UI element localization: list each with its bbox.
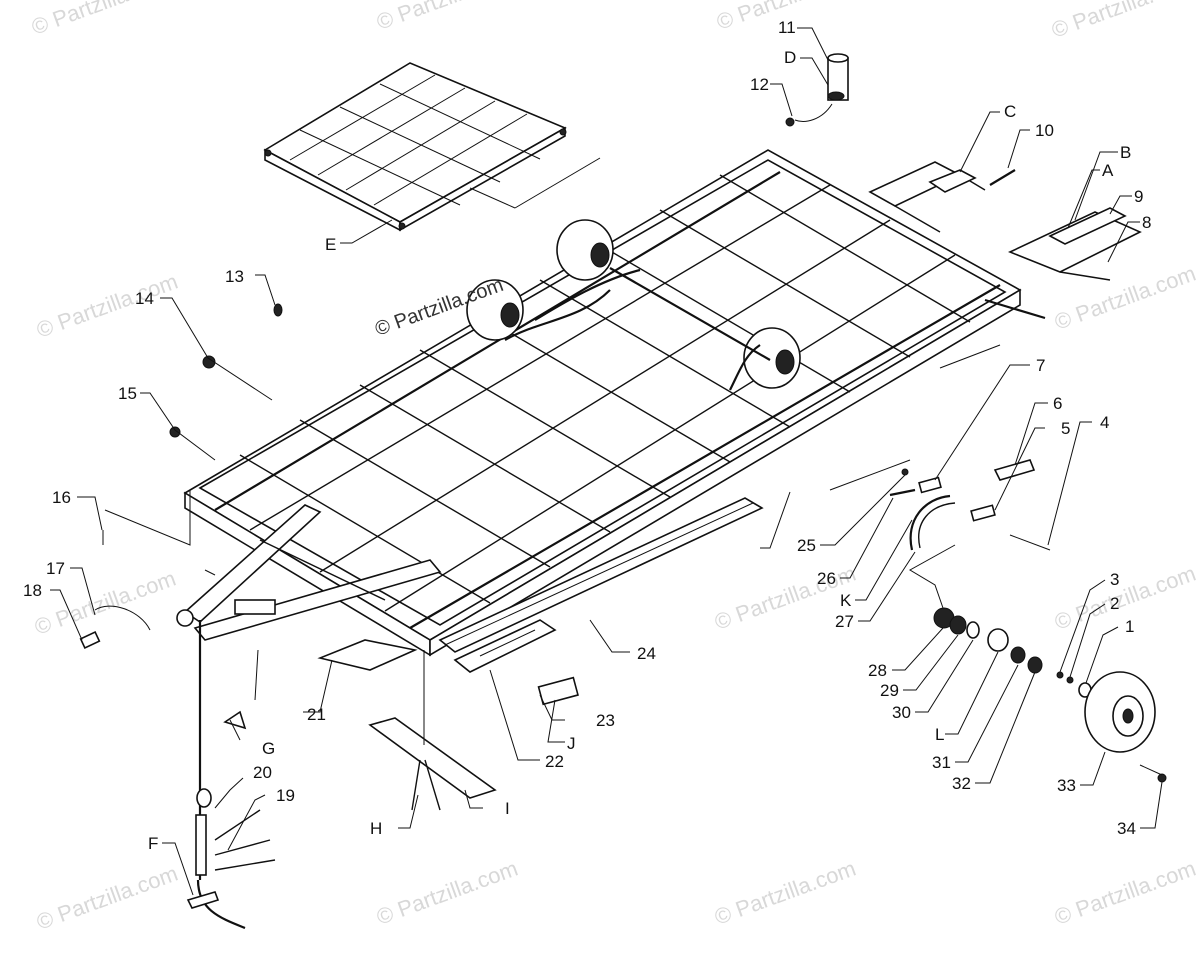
tongue-hitch: [176, 504, 442, 641]
callout-29: 29: [880, 681, 899, 700]
callout-20: 20: [253, 763, 272, 782]
callout-B: B: [1120, 143, 1131, 162]
small-parts: [79, 53, 1167, 811]
watermark: © Partzilla.com: [1048, 0, 1196, 43]
callout-30: 30: [892, 703, 911, 722]
callout-27: 27: [835, 612, 854, 631]
tongue-jack: [186, 620, 276, 930]
callout-F: F: [148, 834, 158, 853]
callout-32: 32: [952, 774, 971, 793]
callout-7: 7: [1036, 356, 1045, 375]
callout-21: 21: [307, 705, 326, 724]
watermark: © Partzilla.com: [373, 856, 521, 930]
watermark: © Partzilla.com: [711, 856, 859, 930]
callout-2: 2: [1110, 594, 1119, 613]
callout-31: 31: [932, 753, 951, 772]
callout-26: 26: [817, 569, 836, 588]
callout-9: 9: [1134, 187, 1143, 206]
callout-C: C: [1004, 102, 1016, 121]
callout-18: 18: [23, 581, 42, 600]
deck-panel: [263, 62, 601, 232]
callout-28: 28: [868, 661, 887, 680]
callout-24: 24: [637, 644, 656, 663]
watermark: © Partzilla.com: [33, 269, 181, 343]
callout-12: 12: [750, 75, 769, 94]
callout-13: 13: [225, 267, 244, 286]
callout-8: 8: [1142, 213, 1151, 232]
callout-1: 1: [1125, 617, 1134, 636]
callout-14: 14: [135, 289, 154, 308]
callout-3: 3: [1110, 570, 1119, 589]
callout-19: 19: [276, 786, 295, 805]
callout-11: 11: [778, 18, 796, 37]
callout-L: L: [935, 725, 944, 744]
callout-D: D: [784, 48, 796, 67]
axle-wheels: [466, 219, 801, 391]
callout-J: J: [567, 734, 576, 753]
callout-34: 34: [1117, 819, 1136, 838]
callout-33: 33: [1057, 776, 1076, 795]
callout-15: 15: [118, 384, 137, 403]
callout-17: 17: [46, 559, 65, 578]
callout-25: 25: [797, 536, 816, 555]
callout-22: 22: [545, 752, 564, 771]
callout-5: 5: [1061, 419, 1070, 438]
trailer-frame: [183, 149, 1142, 673]
callout-16: 16: [52, 488, 71, 507]
watermark: © Partzilla.com: [1051, 261, 1199, 335]
callout-4: 4: [1100, 413, 1109, 432]
callout-10: 10: [1035, 121, 1054, 140]
watermark: © Partzilla.com: [373, 0, 521, 35]
callout-A: A: [1102, 161, 1114, 180]
callout-I: I: [505, 799, 510, 818]
watermark: © Partzilla.com: [33, 861, 181, 935]
watermark: © Partzilla.com: [28, 0, 176, 40]
callout-G: G: [262, 739, 275, 758]
callout-6: 6: [1053, 394, 1062, 413]
callout-E: E: [325, 235, 336, 254]
callout-H: H: [370, 819, 382, 838]
callout-K: K: [840, 591, 852, 610]
leader-lines: [50, 27, 1163, 896]
callout-labels: 11 D 12 C 10 B A 9 8 E 13 14 15 16 17 18…: [23, 18, 1151, 853]
callout-23: 23: [596, 711, 615, 730]
watermark: © Partzilla.com: [1051, 856, 1199, 930]
